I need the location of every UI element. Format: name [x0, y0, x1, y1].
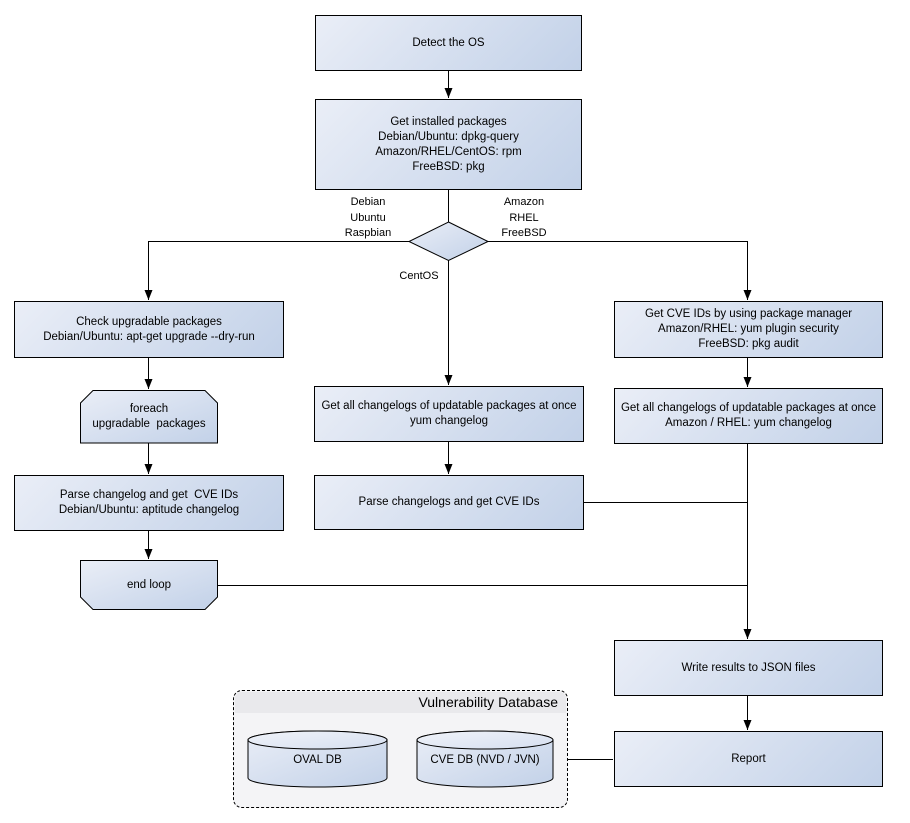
node-text: Get all changelogs of updatable packages… — [620, 402, 877, 414]
branch-label-centos: CentOS — [399, 270, 439, 282]
branch-label-line: Debian — [350, 196, 386, 208]
node-text: Amazon / RHEL: yum changelog — [665, 417, 832, 429]
node-text: foreach — [129, 402, 169, 415]
node-text: end loop — [126, 578, 172, 591]
connectors — [144, 71, 752, 760]
node-text: Get CVE IDs by using package manager — [644, 308, 853, 320]
vulnerability-database-header — [235, 692, 566, 713]
branch-label-line: Raspbian — [344, 227, 392, 239]
node-get-installed-packages: Get installed packages Debian/Ubuntu: dp… — [315, 99, 582, 190]
vulnerability-database-panel: Vulnerability Database — [233, 690, 568, 808]
node-text: Report — [731, 752, 766, 765]
node-text: upgradable packages — [92, 417, 206, 430]
node-text: Check upgradable packages — [76, 315, 222, 328]
node-check-upgradable-packages: Check upgradable packages Debian/Ubuntu:… — [14, 301, 284, 358]
node-text: FreeBSD: pkg audit — [698, 338, 799, 350]
os-decision-diamond — [407, 221, 490, 262]
node-write-results-json: Write results to JSON files — [614, 640, 883, 696]
oval-db-cylinder — [247, 730, 388, 788]
node-text: Get all changelogs of updatable packages… — [321, 400, 577, 412]
node-text: Get installed packages — [390, 115, 507, 128]
node-parse-changelogs-centos: Parse changelogs and get CVE IDs — [314, 475, 584, 530]
node-text: Parse changelogs and get CVE IDs — [358, 496, 540, 508]
cve-db-label: CVE DB (NVD / JVN) — [430, 753, 540, 766]
node-get-all-changelogs-centos: Get all changelogs of updatable packages… — [314, 386, 584, 442]
node-get-all-changelogs-amazon-rhel: Get all changelogs of updatable packages… — [614, 388, 883, 444]
branch-label-line: Amazon — [503, 196, 545, 208]
node-report: Report — [614, 731, 883, 787]
foreach-loop-shape — [80, 390, 218, 444]
connector — [144, 241, 410, 300]
node-parse-changelog-get-cve-ids: Parse changelog and get CVE IDs Debian/U… — [14, 475, 284, 531]
cve-db-cylinder — [416, 730, 554, 788]
branch-label-line: Ubuntu — [350, 211, 386, 224]
branch-label-debian: Debian Ubuntu Raspbian — [327, 195, 409, 242]
node-text: Debian/Ubuntu: aptitude changelog — [58, 504, 240, 516]
node-text: Amazon/RHEL: yum plugin security — [658, 323, 839, 335]
node-text: yum changelog — [410, 415, 488, 427]
node-text: FreeBSD: pkg — [412, 160, 485, 173]
end-loop-shape — [80, 560, 218, 610]
node-detect-os: Detect the OS — [315, 15, 582, 71]
node-text: Detect the OS — [412, 36, 485, 49]
branch-label-line: RHEL — [509, 211, 539, 224]
node-text: Parse changelog and get CVE IDs — [59, 489, 239, 501]
node-text: Debian/Ubuntu: apt-get upgrade --dry-run — [43, 330, 255, 343]
node-end-loop: end loop — [80, 560, 218, 610]
node-get-cve-ids-package-manager: Get CVE IDs by using package manager Ama… — [614, 301, 883, 358]
node-text: Debian/Ubuntu: dpkg-query — [378, 130, 519, 143]
vulnerability-database-title: Vulnerability Database — [418, 694, 558, 710]
branch-label-line: FreeBSD — [501, 227, 547, 239]
branch-label-amazon: Amazon RHEL FreeBSD — [483, 195, 565, 242]
node-text: Write results to JSON files — [681, 661, 816, 674]
node-foreach-upgradable-packages: foreach upgradable packages — [80, 390, 218, 443]
oval-db-label: OVAL DB — [293, 753, 342, 766]
node-text: Amazon/RHEL/CentOS: rpm — [375, 145, 522, 158]
connector — [488, 241, 752, 300]
